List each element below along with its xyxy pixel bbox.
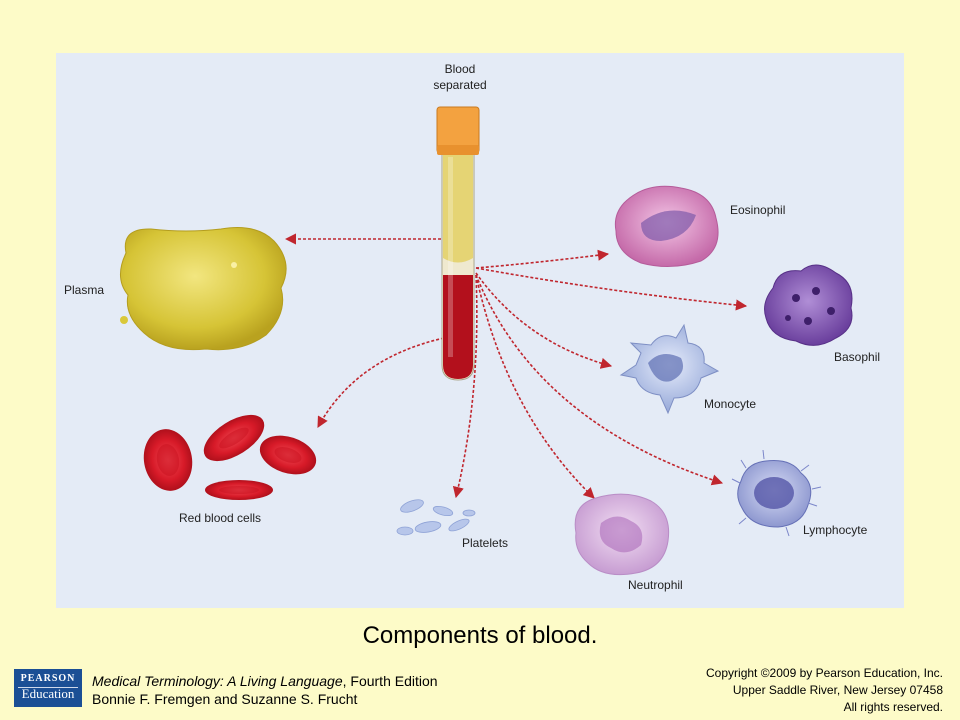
arrows <box>284 233 748 499</box>
book-title: Medical Terminology: A Living Language <box>92 673 343 689</box>
logo-bottom-text: Education <box>21 686 75 701</box>
lymphocyte-label: Lymphocyte <box>803 523 868 537</box>
copyright-line2: Upper Saddle River, New Jersey 07458 <box>732 683 943 697</box>
caption: Components of blood. <box>362 622 598 649</box>
neutrophil-cell <box>574 493 670 576</box>
plasma-label: Plasma <box>64 283 104 297</box>
arrow-monocyte <box>475 272 613 369</box>
red-blood-cells-label: Red blood cells <box>179 511 261 525</box>
copyright-line1: Copyright ©2009 by Pearson Education, In… <box>706 666 943 680</box>
platelets-label: Platelets <box>462 536 508 550</box>
arrow-red-blood-cells <box>317 337 445 428</box>
logo-top-text: PEARSON <box>20 673 76 684</box>
red-blood-cells <box>143 414 317 500</box>
eosinophil-label: Eosinophil <box>730 203 785 217</box>
copyright-notice: Copyright ©2009 by Pearson Education, In… <box>706 665 943 716</box>
basophil-label: Basophil <box>834 350 880 364</box>
copyright-line3: All rights reserved. <box>843 700 943 714</box>
arrow-neutrophil <box>475 274 595 499</box>
blood-separated-label-line2: separated <box>433 78 486 92</box>
eosinophil-cell <box>614 185 719 267</box>
plasma-blob <box>120 227 287 351</box>
lymphocyte-cell <box>731 449 822 537</box>
arrow-basophil <box>475 267 748 311</box>
book-credit: Medical Terminology: A Living Language, … <box>92 672 438 708</box>
basophil-cell <box>764 264 853 346</box>
arrow-eosinophil <box>475 249 610 269</box>
arrow-platelets <box>452 274 478 499</box>
test-tube <box>436 106 480 381</box>
pearson-education-logo: PEARSON Education <box>14 669 82 707</box>
blood-separated-label-line1: Blood <box>445 62 476 76</box>
arrow-lymphocyte <box>475 274 724 486</box>
platelets <box>396 499 476 536</box>
neutrophil-label: Neutrophil <box>628 578 683 592</box>
blood-components-diagram: Blood separated Plasma Red blood cells P… <box>64 62 880 592</box>
book-authors: Bonnie F. Fremgen and Suzanne S. Frucht <box>92 691 358 707</box>
monocyte-cell <box>619 323 720 415</box>
book-edition: , Fourth Edition <box>342 673 438 689</box>
monocyte-label: Monocyte <box>704 397 756 411</box>
